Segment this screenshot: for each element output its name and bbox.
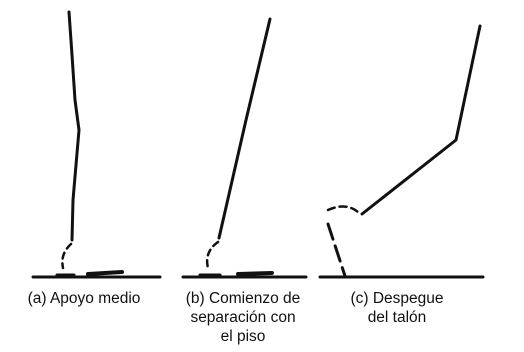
panel-a-leg-line	[67, 10, 81, 242]
panel-a-figure	[31, 10, 162, 279]
caption-b-line-1: (b) Comienzo de	[185, 290, 301, 307]
caption-c-line-2: del talón	[367, 309, 427, 326]
panel-b-foot-mark	[236, 271, 274, 276]
panel-c-leg-line	[360, 24, 482, 216]
panel-c-ankle-angle-arc	[326, 205, 360, 214]
caption-b: (b) Comienzo de separación con el piso	[163, 289, 323, 346]
panel-a-ankle-angle-arc	[61, 242, 73, 270]
panel-b-leg-line	[217, 17, 272, 240]
caption-a-line-1: (a) Apoyo medio	[27, 290, 141, 307]
panel-b-ankle-angle-arc	[205, 240, 220, 270]
panel-a-foot-mark	[86, 270, 124, 276]
caption-b-line-2: separación con	[190, 309, 296, 326]
panel-c-foot-line	[326, 222, 347, 278]
caption-c-line-1: (c) Despegue	[350, 290, 444, 307]
caption-b-line-3: el piso	[220, 328, 266, 345]
caption-c: (c) Despegue del talón	[322, 289, 472, 327]
panel-c-figure	[318, 24, 485, 279]
panel-b-figure	[181, 17, 308, 279]
caption-a: (a) Apoyo medio	[2, 289, 166, 308]
